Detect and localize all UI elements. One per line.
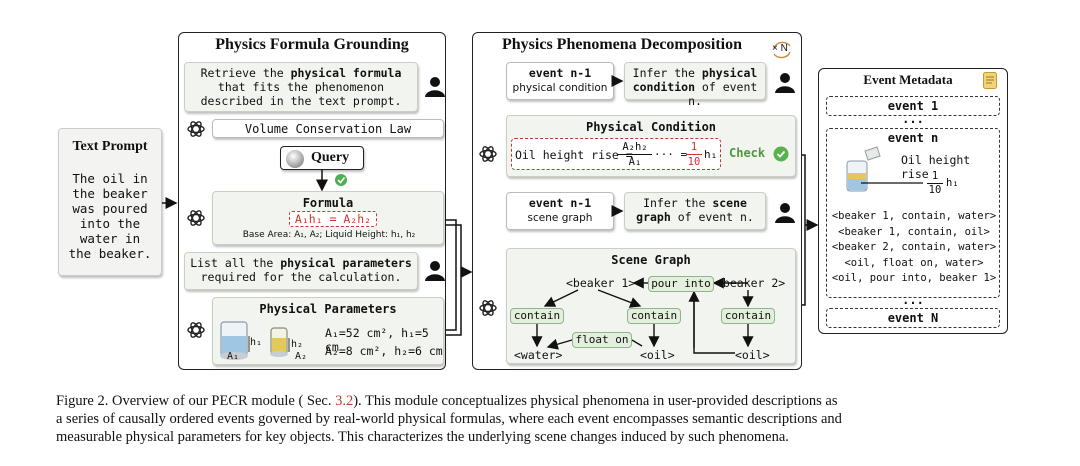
edge-contain-3: contain xyxy=(721,308,775,324)
triple-5: <oil, pour into, beaker 1> xyxy=(831,272,997,284)
check-label: Check xyxy=(729,146,766,160)
triple-list: <beaker 1, contain, water> <beaker 1, co… xyxy=(827,209,1001,287)
triple-3: <beaker 2, contain, water> xyxy=(831,241,997,253)
condition-equation: Oil height rise = A₂h₂ A₁ ··· = 1 10 h₁ xyxy=(511,138,721,170)
node-beaker-1: <beaker 1> xyxy=(566,276,636,290)
llm-icon xyxy=(186,320,206,340)
formula-title: Formula xyxy=(302,196,354,210)
physical-condition-box: Physical Condition Oil height rise = A₂h… xyxy=(506,115,796,177)
loop-label: × N xyxy=(772,43,788,54)
param-line-2: A₂=8 cm², h₂=6 cm xyxy=(325,344,443,358)
frac-h: h₁ xyxy=(946,177,959,189)
event-prev-physical-box: event n-1 physical condition xyxy=(506,62,614,100)
check-icon xyxy=(773,146,789,162)
llm-icon xyxy=(478,144,498,164)
instruction-list-parameters: List all the physical parameters require… xyxy=(184,252,418,290)
metadata-panel xyxy=(818,68,1008,334)
frac-num: 1 xyxy=(927,169,943,184)
user-icon xyxy=(424,260,446,282)
oil-rise-pointer xyxy=(861,182,923,184)
text-prompt-title: Text Prompt xyxy=(72,139,148,154)
caption-line-3: measurable physical parameters for key o… xyxy=(56,429,789,445)
event-1-box: event 1 xyxy=(826,96,1000,116)
metadata-title: Event Metadata xyxy=(863,72,953,87)
text-prompt-box: Text Prompt The oil in the beaker was po… xyxy=(58,128,162,276)
event-prev-scene-box: event n-1 scene graph xyxy=(506,192,614,230)
caption-line-1: Figure 2. Overview of our PECR module ( … xyxy=(56,393,838,409)
llm-icon xyxy=(478,298,498,318)
loop-icon: × N xyxy=(768,38,796,62)
oil-rise-label: Oil height rise xyxy=(901,153,971,181)
decomposition-title: Physics Phenomena Decomposition xyxy=(502,36,742,53)
physical-condition-title: Physical Condition xyxy=(585,120,717,134)
parameters-box: Physical Parameters h₁ A₁ h₂ A₂ A₁=52 cm… xyxy=(212,297,444,365)
globe-icon xyxy=(286,150,304,168)
query-label: Query xyxy=(311,150,350,165)
caption-line-2: a series of causally ordered events gove… xyxy=(56,411,842,427)
edge-pour-into: pour into xyxy=(648,276,714,292)
node-water: <water> xyxy=(514,348,563,362)
user-icon xyxy=(774,202,796,224)
notes-icon xyxy=(983,72,997,89)
instruction-retrieve-formula: Retrieve the physical formula that fits … xyxy=(184,62,418,112)
query-button[interactable]: Query xyxy=(280,146,364,170)
edge-contain-1: contain xyxy=(510,308,564,324)
text-prompt-body: The oil in the beaker was poured into th… xyxy=(68,171,152,261)
node-oil-1: <oil> xyxy=(640,348,675,362)
llm-icon xyxy=(186,119,206,139)
user-icon xyxy=(424,76,446,98)
grounding-title: Physics Formula Grounding xyxy=(215,36,409,53)
law-box: Volume Conservation Law xyxy=(212,119,444,138)
section-ref-link[interactable]: 3.2 xyxy=(335,393,354,409)
event-n-title: event n xyxy=(887,131,939,145)
formula-equation: A₁h₁ = A₂h₂ xyxy=(289,211,377,227)
event-N-box: event N xyxy=(826,308,1000,328)
label-h1: h₁ xyxy=(250,337,263,348)
user-icon xyxy=(774,72,796,94)
event-n-box: event n Oil height rise 1 10 h₁ <beaker … xyxy=(826,128,1000,298)
figure-caption: Figure 2. Overview of our PECR module ( … xyxy=(56,392,1046,446)
triple-1: <beaker 1, contain, water> xyxy=(831,210,997,222)
edge-float-on: float on xyxy=(572,332,632,348)
frac-den: 10 xyxy=(928,184,942,196)
param-line-1: A₁=52 cm², h₁=5 cm xyxy=(325,326,429,354)
infer-physical-condition-box: Infer the physical condition of event n. xyxy=(624,62,766,108)
label-a1: A₁ xyxy=(227,351,240,362)
triple-4: <oil, float on, water> xyxy=(844,256,984,269)
node-beaker-2: <beaker 2> xyxy=(716,276,786,290)
ellipsis-top: ... xyxy=(902,112,924,126)
formula-box: Formula A₁h₁ = A₂h₂ Base Area: A₁, A₂; L… xyxy=(212,191,444,245)
scene-graph-title: Scene Graph xyxy=(611,253,691,267)
parameters-title: Physical Parameters xyxy=(259,302,397,316)
node-oil-2: <oil> xyxy=(735,348,770,362)
label-a2: A₂ xyxy=(295,351,308,362)
triple-2: <beaker 1, contain, oil> xyxy=(838,225,990,238)
beaker-illustration xyxy=(219,316,319,364)
formula-description: Base Area: A₁, A₂; Liquid Height: h₁, h₂ xyxy=(242,230,416,240)
infer-scene-graph-box: Infer the scene graph of event n. xyxy=(624,192,766,230)
label-h2: h₂ xyxy=(291,339,304,350)
llm-icon xyxy=(186,208,206,228)
edge-contain-2: contain xyxy=(627,308,681,324)
ellipsis-bottom: ... xyxy=(902,293,924,307)
